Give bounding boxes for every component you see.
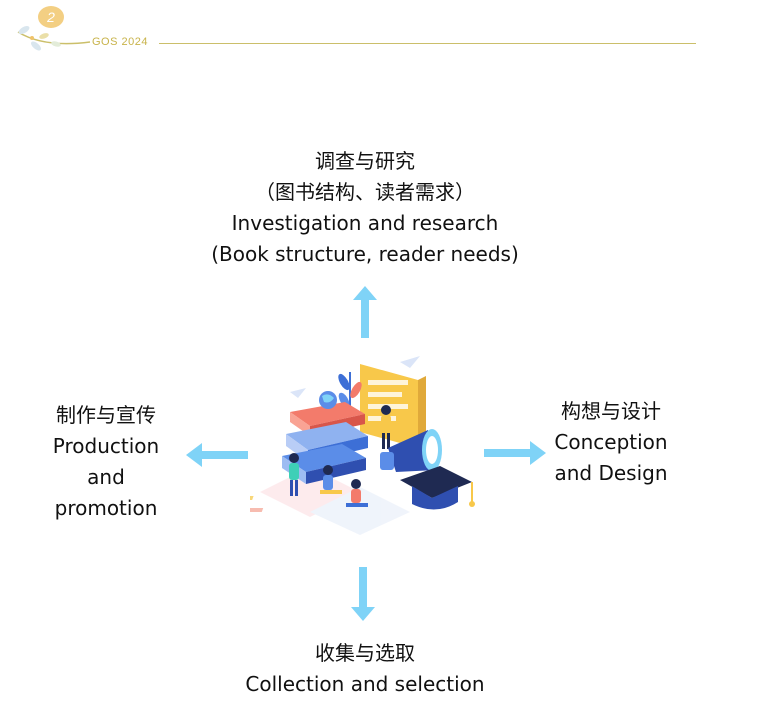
stage-production-en-1: Production bbox=[35, 431, 177, 462]
stage-collection-zh: 收集与选取 bbox=[205, 638, 525, 669]
stage-conception-en-1: Conception bbox=[536, 427, 686, 458]
arrow-up-icon bbox=[350, 284, 380, 340]
stage-collection-en: Collection and selection bbox=[205, 669, 525, 700]
stage-collection-label: 收集与选取 Collection and selection bbox=[205, 638, 525, 700]
page-header: 2 GOS 2024 bbox=[0, 0, 763, 60]
stage-investigation-zh: 调查与研究 bbox=[190, 146, 540, 177]
stage-production-zh: 制作与宣传 bbox=[35, 400, 177, 431]
education-illustration bbox=[250, 352, 480, 537]
stage-conception-en-2: and Design bbox=[536, 458, 686, 489]
arrow-down-icon bbox=[348, 565, 378, 623]
arrow-left-icon bbox=[184, 440, 250, 470]
stage-production-en-2: and bbox=[35, 462, 177, 493]
stage-investigation-label: 调查与研究 （图书结构、读者需求） Investigation and rese… bbox=[190, 146, 540, 270]
stage-production-en-3: promotion bbox=[35, 493, 177, 524]
stage-investigation-zh-sub: （图书结构、读者需求） bbox=[190, 177, 540, 208]
stage-conception-zh: 构想与设计 bbox=[536, 396, 686, 427]
stage-investigation-en: Investigation and research bbox=[190, 208, 540, 239]
stage-conception-label: 构想与设计 Conception and Design bbox=[536, 396, 686, 489]
header-divider bbox=[159, 43, 696, 44]
stage-production-label: 制作与宣传 Production and promotion bbox=[35, 400, 177, 524]
stage-investigation-en-sub: (Book structure, reader needs) bbox=[190, 239, 540, 270]
leaf-branch-icon bbox=[14, 22, 94, 54]
arrow-right-icon bbox=[482, 438, 548, 468]
document-code: GOS 2024 bbox=[92, 36, 148, 48]
